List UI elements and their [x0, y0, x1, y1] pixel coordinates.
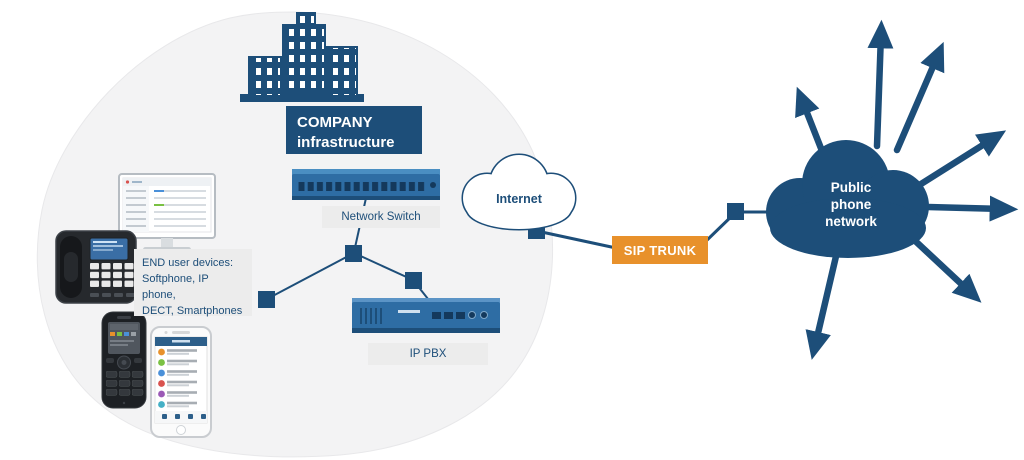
desk-phone-icon — [55, 230, 137, 304]
ip-pbx-icon — [352, 298, 500, 333]
arrow-icon — [805, 248, 841, 360]
smartphone-icon — [150, 326, 212, 438]
arrow-icon — [893, 41, 945, 154]
ip-pbx-label: IP PBX — [368, 343, 488, 365]
connector-node-icon — [405, 272, 422, 289]
public-network-arrows — [795, 19, 1019, 360]
building-icon — [240, 12, 364, 102]
arrow-icon — [907, 233, 982, 303]
company-label-line2: infrastructure — [297, 134, 395, 152]
company-label-line1: COMPANY — [297, 114, 373, 131]
public-label-line2: phone — [830, 197, 872, 212]
public-label-line1: Public — [830, 180, 872, 195]
public-label-line3: network — [825, 214, 877, 229]
company-infrastructure-label: COMPANY infrastructure — [286, 106, 422, 154]
internet-label: Internet — [496, 192, 542, 206]
monitor-softphone-icon — [118, 173, 216, 252]
public-phone-network-label: Public phone network — [798, 179, 904, 230]
connector-node-icon — [345, 245, 362, 262]
connector-node-icon — [727, 203, 744, 220]
internet-cloud-icon — [461, 153, 577, 231]
public-cloud-icon — [766, 140, 929, 258]
connector-nodes — [258, 203, 744, 308]
arrow-icon — [917, 130, 1007, 188]
end-user-devices-label: END user devices: Softphone, IP phone, D… — [134, 249, 252, 317]
arrow-icon — [924, 195, 1019, 222]
sip-trunk-badge: SIP TRUNK — [612, 236, 708, 264]
network-switch-label: Network Switch — [322, 206, 440, 228]
connector-node-icon — [258, 291, 275, 308]
dect-handset-icon — [101, 311, 147, 409]
arrow-icon — [867, 19, 894, 150]
arrow-icon — [795, 86, 828, 160]
network-switch-icon — [292, 169, 440, 200]
